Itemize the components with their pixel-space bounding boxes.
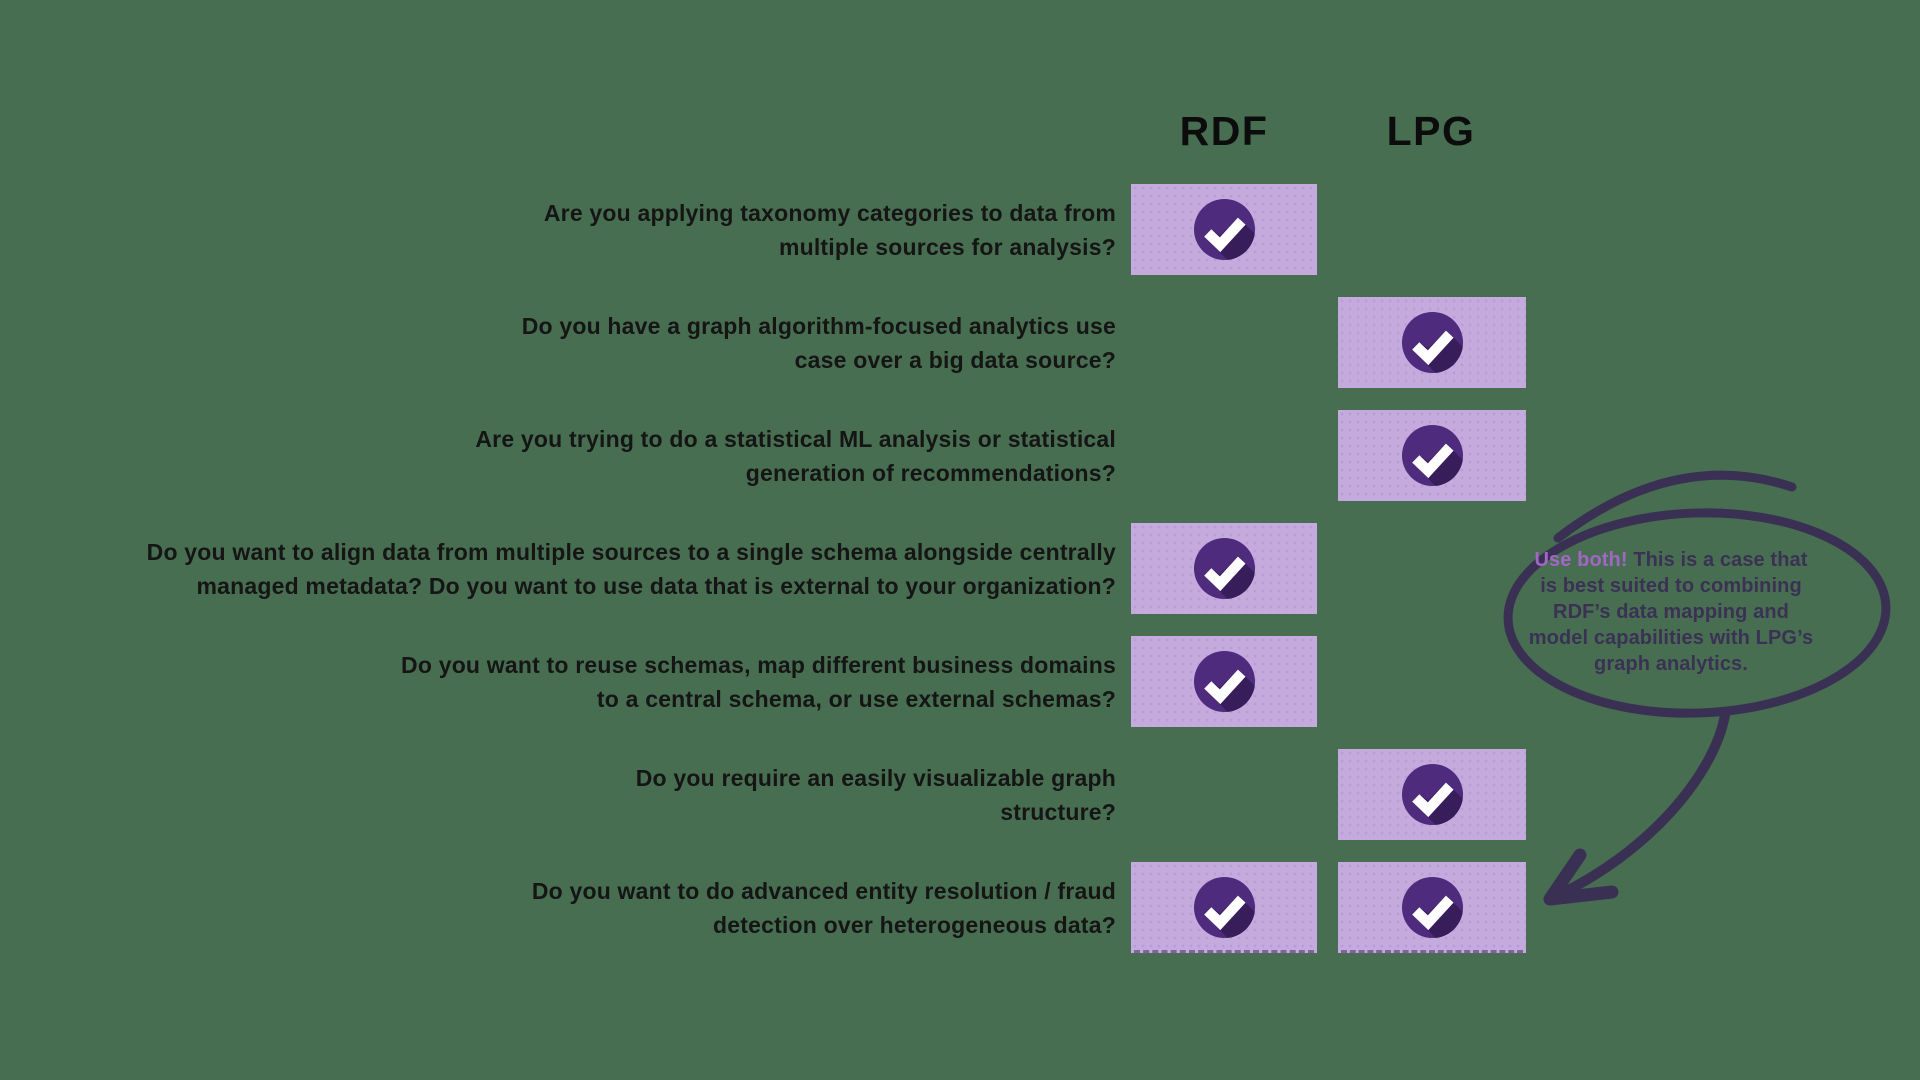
- question-row: Do you want to reuse schemas, map differ…: [0, 636, 1920, 727]
- question-line: structure?: [1000, 798, 1116, 825]
- note-line: graph analytics.: [1594, 653, 1748, 675]
- lpg-check-cell: [1338, 862, 1526, 953]
- question-text: Do you require an easily visualizable gr…: [40, 749, 1116, 840]
- question-row: Do you have a graph algorithm-focused an…: [0, 297, 1920, 388]
- question-line: Are you trying to do a statistical ML an…: [475, 425, 1116, 452]
- column-header-rdf: RDF: [1179, 108, 1269, 154]
- use-both-note: Use both! This is a case that is best su…: [1502, 547, 1840, 677]
- rdf-check-cell: [1131, 523, 1317, 614]
- check-icon: [1193, 876, 1256, 939]
- check-icon: [1401, 876, 1464, 939]
- question-line: Do you have a graph algorithm-focused an…: [521, 312, 1116, 339]
- question-text: Do you want to reuse schemas, map differ…: [40, 636, 1116, 727]
- check-icon: [1193, 650, 1256, 713]
- rdf-check-cell: [1131, 184, 1317, 275]
- note-line-rest: This is a case that: [1633, 549, 1808, 571]
- question-line: multiple sources for analysis?: [778, 233, 1116, 260]
- lpg-check-cell: [1338, 749, 1526, 840]
- question-row: Do you want to align data from multiple …: [0, 523, 1920, 614]
- question-line: Do you want to reuse schemas, map differ…: [401, 651, 1116, 678]
- question-row: Are you applying taxonomy categories to …: [0, 184, 1920, 275]
- question-row: Do you want to do advanced entity resolu…: [0, 862, 1920, 953]
- check-icon: [1193, 537, 1256, 600]
- note-line: RDF’s data mapping and: [1553, 601, 1789, 623]
- question-line: case over a big data source?: [794, 346, 1116, 373]
- question-text: Do you want to do advanced entity resolu…: [40, 862, 1116, 953]
- question-text: Are you applying taxonomy categories to …: [40, 184, 1116, 275]
- rdf-check-cell: [1131, 862, 1317, 953]
- check-icon: [1401, 763, 1464, 826]
- question-line: Do you require an easily visualizable gr…: [635, 764, 1116, 791]
- note-line: Use both! This is a case that: [1502, 547, 1840, 573]
- rdf-check-cell: [1131, 636, 1317, 727]
- question-row: Do you require an easily visualizable gr…: [0, 749, 1920, 840]
- question-text: Are you trying to do a statistical ML an…: [40, 410, 1116, 501]
- note-line: is best suited to combining: [1540, 575, 1802, 597]
- check-icon: [1401, 311, 1464, 374]
- question-row: Are you trying to do a statistical ML an…: [0, 410, 1920, 501]
- note-line: model capabilities with LPG’s: [1528, 627, 1814, 649]
- question-line: Are you applying taxonomy categories to …: [543, 199, 1116, 226]
- check-icon: [1401, 424, 1464, 487]
- question-line: Do you want to align data from multiple …: [146, 538, 1116, 565]
- question-text: Do you want to align data from multiple …: [40, 523, 1116, 614]
- question-line: managed metadata? Do you want to use dat…: [196, 572, 1116, 599]
- question-line: to a central schema, or use external sch…: [596, 685, 1116, 712]
- question-line: Do you want to do advanced entity resolu…: [531, 877, 1116, 904]
- use-both-highlight: Use both!: [1534, 549, 1628, 571]
- lpg-check-cell: [1338, 297, 1526, 388]
- question-text: Do you have a graph algorithm-focused an…: [40, 297, 1116, 388]
- check-icon: [1193, 198, 1256, 261]
- lpg-check-cell: [1338, 410, 1526, 501]
- column-header-lpg: LPG: [1386, 108, 1476, 154]
- question-line: generation of recommendations?: [745, 459, 1116, 486]
- question-line: detection over heterogeneous data?: [713, 911, 1116, 938]
